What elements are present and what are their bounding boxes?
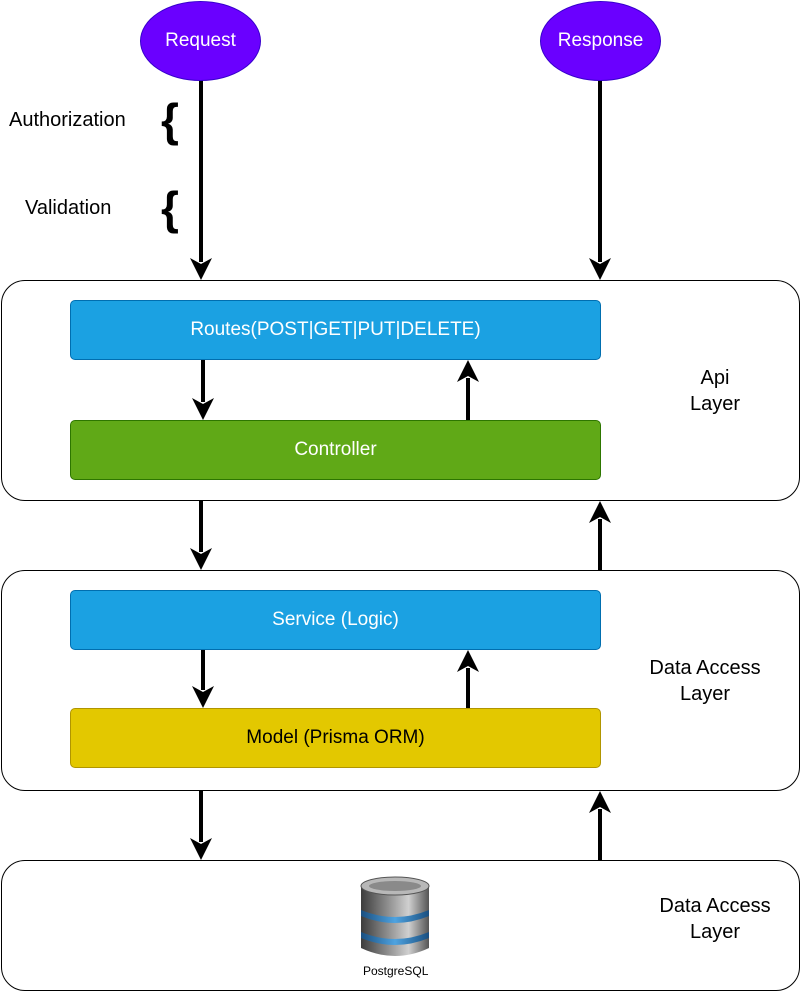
request-node: Request — [140, 1, 261, 81]
postgresql-label: PostgreSQL — [363, 964, 429, 978]
database-layer-label: Data Access Layer — [645, 893, 785, 945]
authorization-brace: { — [161, 94, 179, 146]
request-label: Request — [165, 30, 236, 51]
validation-label: Validation — [25, 197, 112, 219]
service-box: Service (Logic) — [70, 590, 601, 650]
data-access-layer-label-line1: Data Access — [649, 657, 761, 679]
database-layer-label-line2: Layer — [689, 921, 741, 943]
data-access-layer-label-line2: Layer — [679, 683, 731, 705]
response-node: Response — [540, 1, 661, 81]
api-layer-label-line1: Api — [700, 367, 730, 389]
response-label: Response — [557, 30, 644, 51]
api-layer-label: Api Layer — [665, 365, 765, 417]
database-icon — [360, 876, 430, 956]
service-label: Service (Logic) — [272, 609, 399, 630]
authorization-label: Authorization — [9, 109, 126, 131]
controller-box: Controller — [70, 420, 601, 480]
routes-label: Routes(POST|GET|PUT|DELETE) — [190, 319, 481, 340]
model-label: Model (Prisma ORM) — [246, 727, 425, 748]
controller-label: Controller — [294, 439, 377, 460]
database-layer-label-line1: Data Access — [659, 895, 771, 917]
model-box: Model (Prisma ORM) — [70, 708, 601, 768]
routes-box: Routes(POST|GET|PUT|DELETE) — [70, 300, 601, 360]
api-layer-label-line2: Layer — [689, 393, 741, 415]
data-access-layer-label: Data Access Layer — [635, 655, 775, 707]
validation-brace: { — [161, 182, 179, 234]
